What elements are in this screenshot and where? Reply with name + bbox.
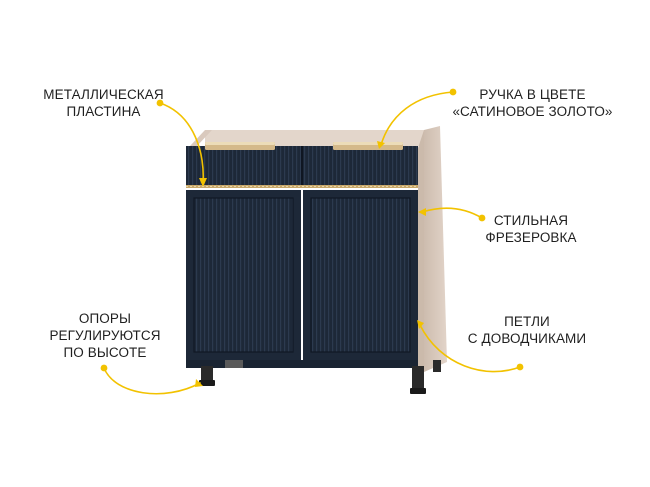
callout-metal-plate: МЕТАЛЛИЧЕСКАЯ ПЛАСТИНА	[36, 86, 171, 120]
callout-legs-line1: ОПОРЫ	[78, 311, 132, 326]
dot-legs	[100, 364, 108, 372]
callout-line-legs	[103, 367, 201, 395]
callout-handle-line2: «САТИНОВОЕ ЗОЛОТО»	[452, 104, 613, 119]
arrow-milling	[418, 208, 426, 216]
callout-legs: ОПОРЫ РЕГУЛИРУЮТСЯ ПО ВЫСОТЕ	[38, 310, 172, 361]
legs	[199, 360, 441, 394]
callout-line-metal-plate	[159, 102, 205, 184]
dot-hinges	[516, 363, 524, 371]
carcass-bottom	[186, 360, 418, 368]
top-fluted-panel	[186, 146, 418, 186]
callout-legs-line2: РЕГУЛИРУЮТСЯ	[49, 328, 161, 343]
callout-legs-line3: ПО ВЫСОТЕ	[63, 345, 147, 360]
callout-hinges: ПЕТЛИ С ДОВОДЧИКАМИ	[462, 313, 592, 347]
callout-line-hinges	[419, 324, 521, 373]
callout-dots	[100, 88, 524, 372]
callout-hinges-line1: ПЕТЛИ	[504, 314, 550, 329]
dot-metal-plate	[156, 99, 164, 107]
callout-handle: РУЧКА В ЦВЕТЕ «САТИНОВОЕ ЗОЛОТО»	[445, 86, 620, 120]
arrow-handle	[377, 141, 385, 149]
callout-milling: СТИЛЬНАЯ ФРЕЗЕРОВКА	[477, 212, 585, 246]
metal-plate	[186, 185, 418, 188]
carcass-right-side	[418, 126, 447, 372]
callout-metal-plate-line2: ПЛАСТИНА	[66, 104, 141, 119]
carcass-left-side	[190, 130, 212, 146]
callout-milling-line2: ФРЕЗЕРОВКА	[485, 230, 577, 245]
callout-line-handle	[380, 91, 454, 146]
arrow-hinges	[417, 320, 424, 329]
arrow-metal-plate	[199, 178, 207, 187]
callout-arrowheads	[195, 141, 426, 387]
dot-handle	[449, 88, 457, 96]
left-door	[186, 190, 301, 360]
handles	[205, 142, 403, 150]
callout-metal-plate-line1: МЕТАЛЛИЧЕСКАЯ	[43, 87, 164, 102]
callout-line-milling	[421, 207, 483, 219]
dot-milling	[478, 214, 486, 222]
callout-lines	[103, 91, 521, 395]
callout-handle-line1: РУЧКА В ЦВЕТЕ	[479, 87, 586, 102]
callout-hinges-line2: С ДОВОДЧИКАМИ	[467, 331, 587, 346]
arrow-legs	[195, 379, 203, 387]
right-door	[303, 190, 418, 360]
callout-milling-line1: СТИЛЬНАЯ	[493, 213, 569, 228]
